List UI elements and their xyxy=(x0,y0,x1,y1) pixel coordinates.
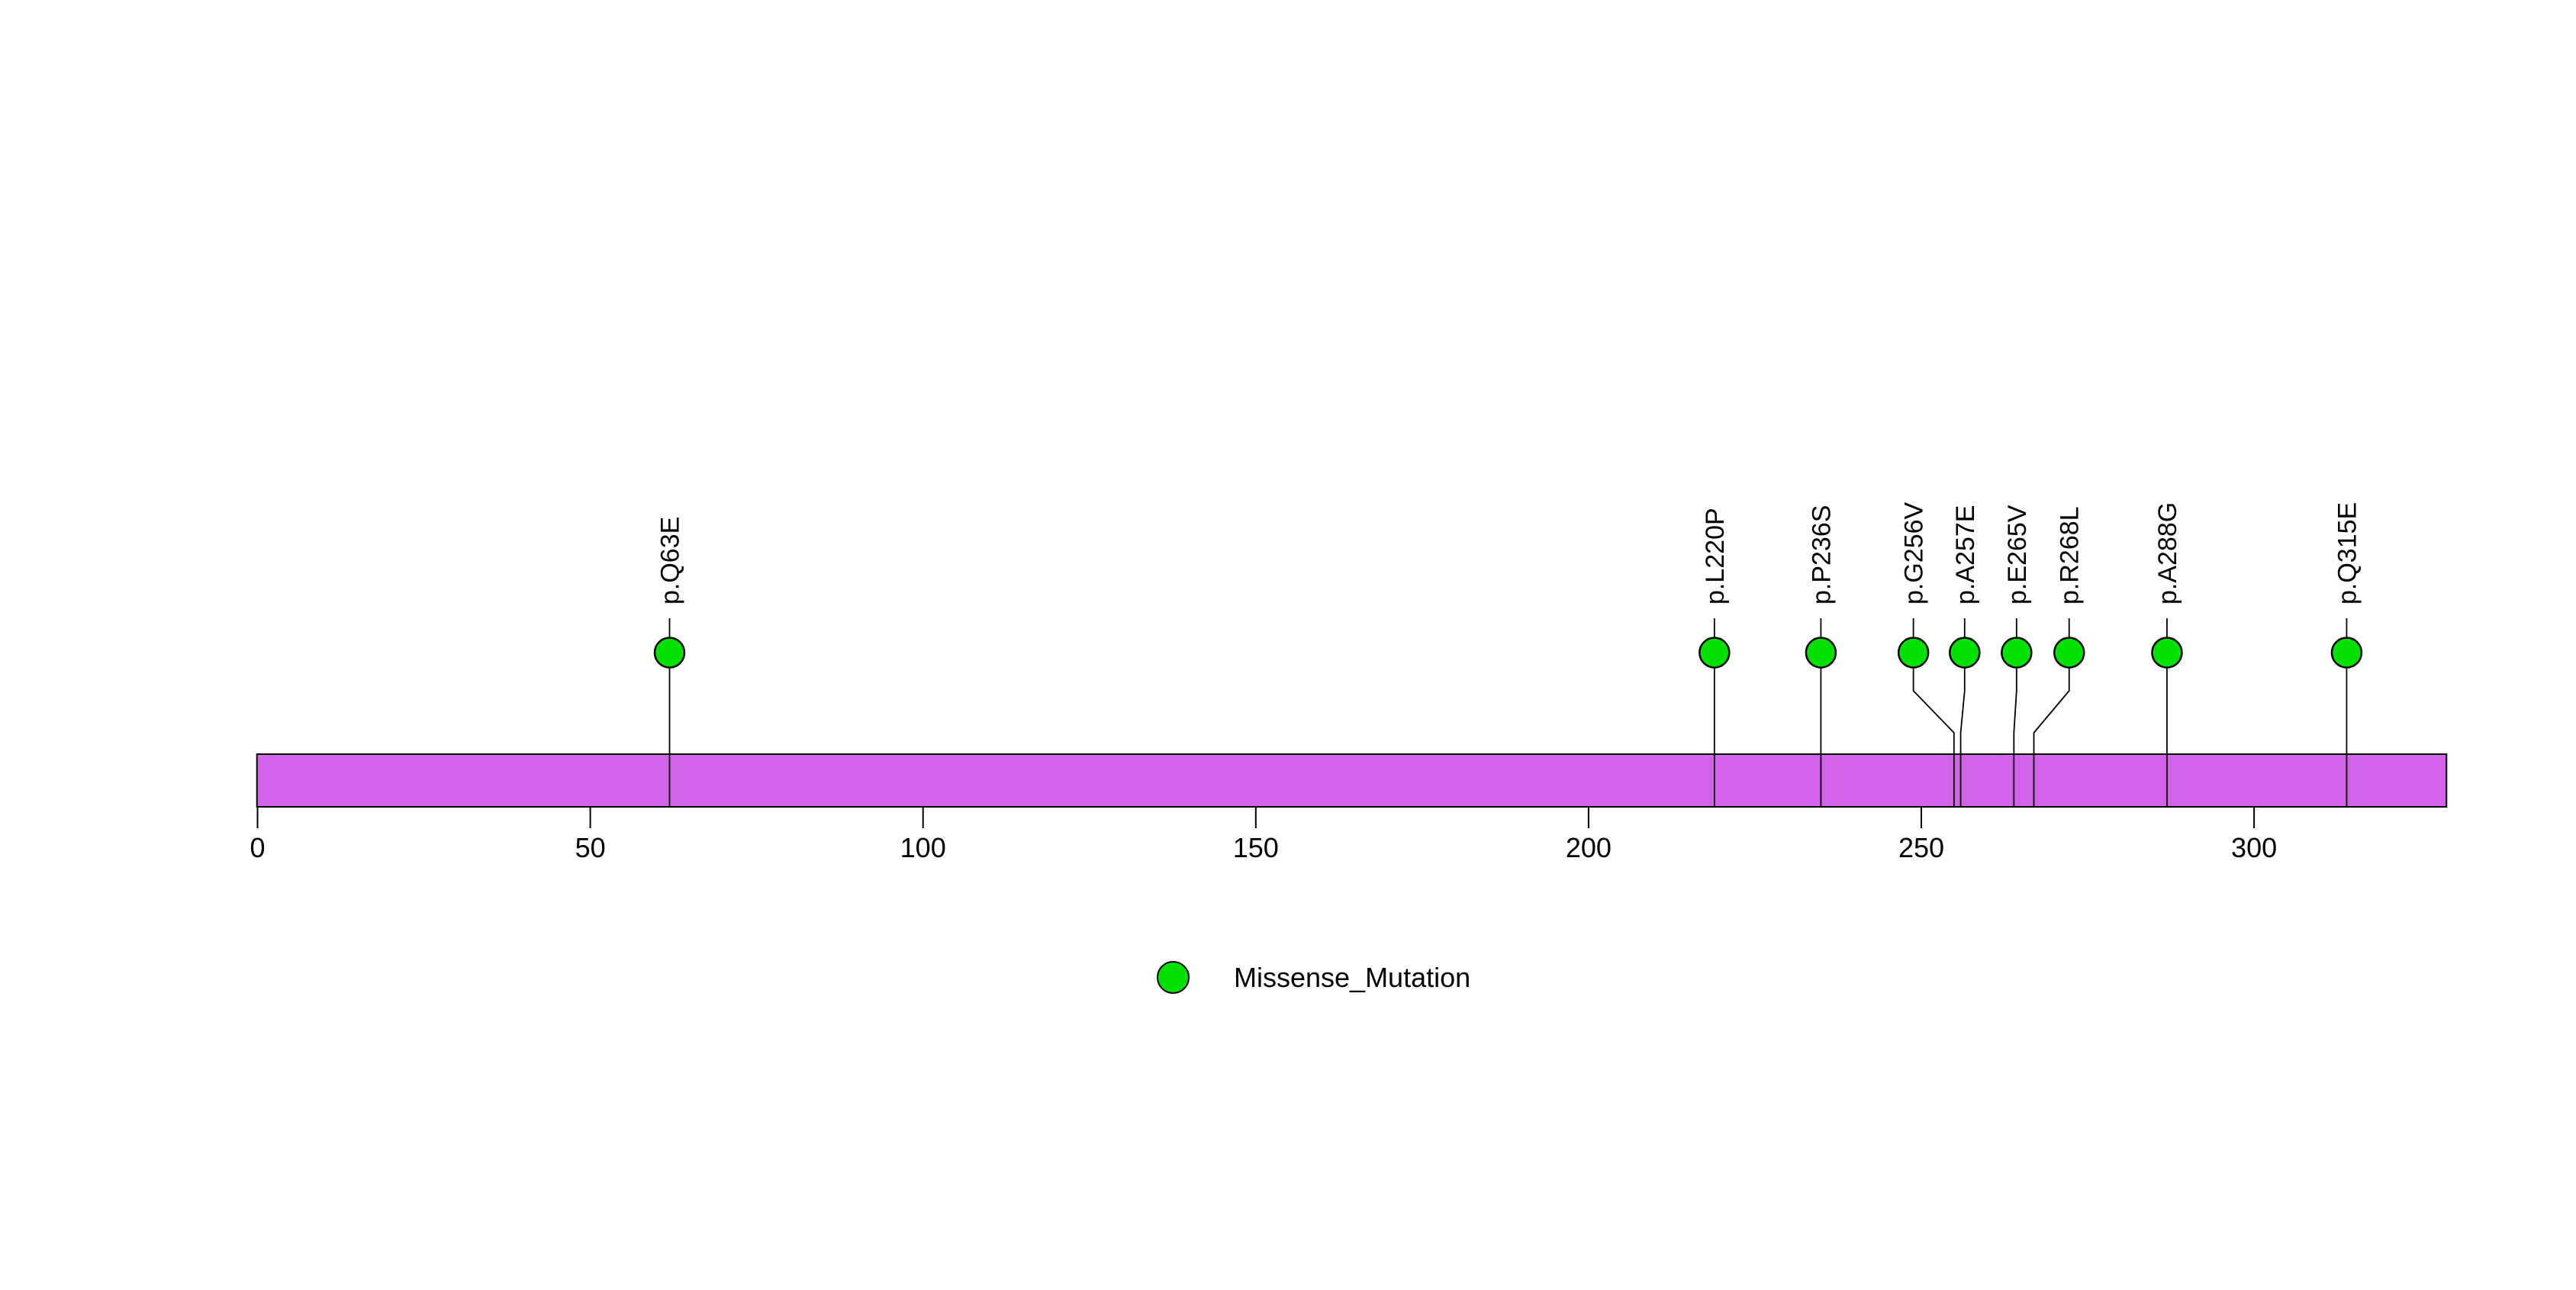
axis-tick-label: 150 xyxy=(1233,832,1279,863)
mutation-lollipop xyxy=(2001,637,2033,669)
mutation-lollipop xyxy=(1805,637,1837,669)
protein-domain-bar xyxy=(256,753,2448,808)
axis-tick-label: 200 xyxy=(1566,832,1612,863)
mutation-label: p.A257E xyxy=(1951,505,1980,605)
mutation-label: p.Q63E xyxy=(655,517,684,605)
axis-tick-label: 0 xyxy=(250,832,265,863)
mutation-lollipop xyxy=(653,637,686,669)
mutation-label: p.G256V xyxy=(1900,501,1929,605)
mutation-label: p.Q315E xyxy=(2333,502,2362,605)
legend-missense-label: Missense_Mutation xyxy=(1234,961,1471,993)
mutation-label: p.P236S xyxy=(1807,505,1836,605)
mutation-label: p.L220P xyxy=(1701,508,1730,605)
mutation-lollipop xyxy=(1699,637,1731,669)
mutation-label: p.R268L xyxy=(2056,506,2085,605)
legend: Missense_Mutation xyxy=(1157,961,1470,994)
legend-missense-swatch-icon xyxy=(1157,961,1190,994)
mutation-label: p.E265V xyxy=(2003,505,2032,605)
mutation-lollipop xyxy=(1897,637,1930,669)
axis-tick-label: 100 xyxy=(900,832,946,863)
mutation-label: p.A288G xyxy=(2153,502,2182,605)
axis-tick-label: 50 xyxy=(575,832,606,863)
mutation-lollipop xyxy=(2330,637,2363,669)
axis-tick-label: 250 xyxy=(1898,832,1944,863)
mutation-lollipop xyxy=(1949,637,1981,669)
mutation-lollipop xyxy=(2053,637,2085,669)
mutation-lollipop xyxy=(2151,637,2183,669)
axis-tick-label: 300 xyxy=(2231,832,2277,863)
